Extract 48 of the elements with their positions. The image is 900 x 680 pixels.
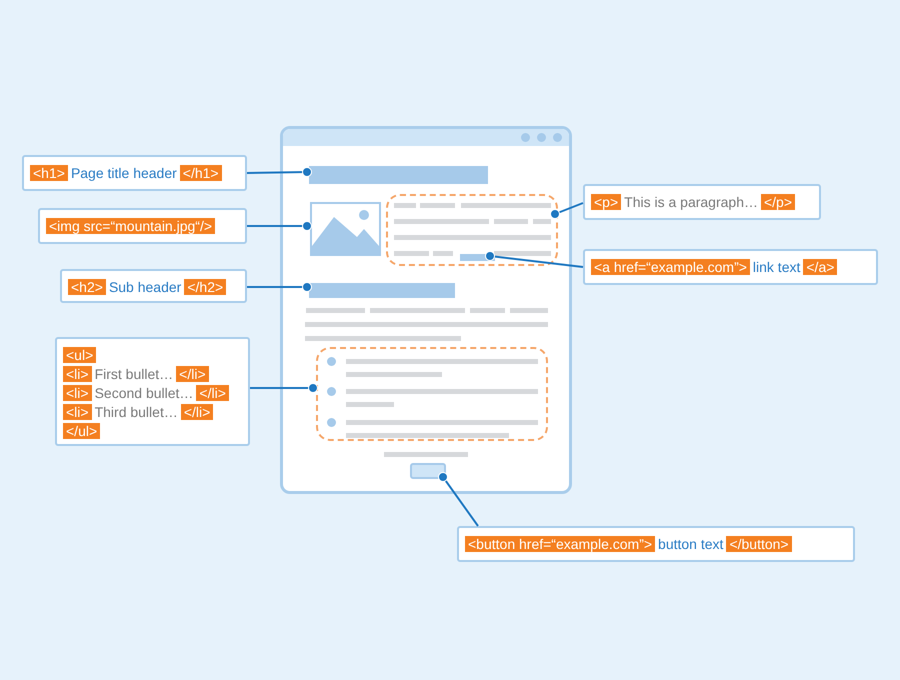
leader-line [550,202,584,219]
callout-box [22,155,247,191]
leader-line [438,472,479,527]
title-placeholder-bar [309,166,488,184]
callout-box [583,184,821,220]
html-tag: <h1> [30,165,68,181]
callout-box [55,337,250,446]
callout-text: link text [752,259,802,275]
callout-box [583,249,878,285]
list-highlight-region [316,347,548,441]
html-tag: <h2> [68,279,106,295]
html-tag: <a href=“example.com”> [591,259,750,275]
callout-text: Page title header [70,165,178,181]
leader-line [247,221,312,231]
html-tag: </li> [180,404,214,420]
callout-box [38,208,247,244]
subheader-placeholder-bar [309,283,455,298]
callout-text: Third bullet… [94,404,179,420]
callout-text: Second bullet… [94,385,194,401]
html-tag: </a> [803,259,838,275]
leader-line [485,251,584,268]
html-tag: <li> [63,404,92,420]
callout-box [457,526,855,562]
leader-line [247,282,312,292]
html-tag: <p> [591,194,622,210]
callout-text: First bullet… [94,366,174,382]
leader-line [250,383,318,393]
callout-text: Sub header [108,279,182,295]
html-tag: </p> [760,194,796,210]
html-tag: <ul> [63,347,96,363]
html-tag: </li> [196,385,229,401]
callout-text: This is a paragraph… [623,194,759,210]
html-tag: <li> [63,385,92,401]
html-tag: <img src=“mountain.jpg“/> [46,218,216,234]
html-tag: <button href=“example.com”> [465,536,656,552]
callout-text: button text [657,536,724,552]
html-tag: </button> [726,536,792,552]
html-tag: </h1> [180,165,222,181]
image-placeholder [310,202,381,256]
browser-window [280,126,572,494]
button-placeholder [410,463,446,479]
callout-box [60,269,247,303]
html-tag: </ul> [63,423,100,439]
leader-line [246,167,312,177]
html-tag: <li> [63,366,92,382]
html-tag: </h2> [184,279,226,295]
paragraph-highlight-region [386,194,558,266]
html-tag: </li> [176,366,209,382]
